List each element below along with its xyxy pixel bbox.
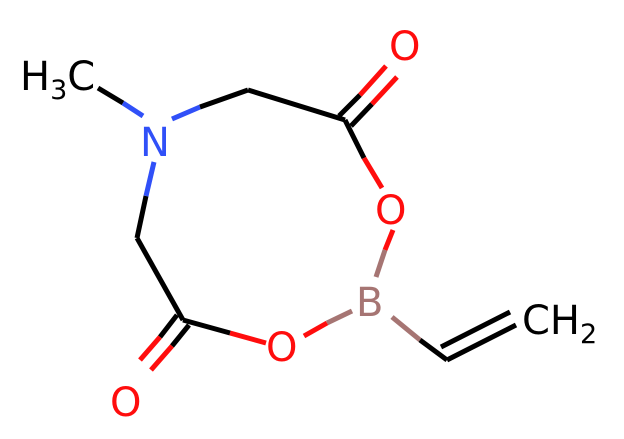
bond-c2-o-double-b-black xyxy=(170,323,191,348)
bond-ch2top-c1 xyxy=(247,87,346,123)
atom-boron-label: B xyxy=(356,280,383,326)
bond-c2-o-double-a-red xyxy=(138,335,162,362)
bond-c1-o-double-a-red xyxy=(358,64,388,97)
bond-b-vinyl-boron xyxy=(390,315,422,342)
bond-vinyl-double-b xyxy=(439,309,512,350)
bond-methyl-n-blue xyxy=(121,100,145,119)
bond-oring-b-boron xyxy=(373,249,388,278)
bonds xyxy=(96,64,518,372)
bond-c1-o-double-b-black xyxy=(349,102,374,128)
atom-vinyl-terminal-label: CH2 xyxy=(522,298,597,350)
atom-oxygen-carbonyl-bottom-label: O xyxy=(110,380,141,426)
atom-oxygen-ring-right-label: O xyxy=(375,188,406,234)
bond-vinyl-double-a xyxy=(445,322,518,363)
atom-nitrogen-label: N xyxy=(140,120,170,166)
bond-c1-o-double-a-black xyxy=(337,93,362,118)
bond-ch2bottom-n-black xyxy=(134,195,149,239)
bond-methyl-n-black xyxy=(96,85,125,106)
atom-oxygen-ring-bottom-label: O xyxy=(266,325,297,371)
bond-oring2-c2-red xyxy=(229,330,267,346)
bond-c2-o-double-a-black xyxy=(158,313,179,339)
bond-ch2bottom-n-blue xyxy=(143,161,157,197)
bond-oring2-c2-black xyxy=(182,317,231,336)
bond-c1-o-double-b-red xyxy=(370,75,399,106)
bond-b-oring2-red xyxy=(302,320,329,339)
bond-b-vinyl-black xyxy=(418,337,449,363)
bond-n-ch2top-black xyxy=(199,87,249,110)
atom-methyl-label: H3C xyxy=(20,54,95,106)
atom-oxygen-carbonyl-top-label: O xyxy=(389,24,420,70)
bond-c2-o-double-b-red xyxy=(149,344,174,372)
bond-c2-ch2bottom xyxy=(134,236,186,322)
bond-n-ch2top-blue xyxy=(171,104,201,122)
bond-c1-oring-red xyxy=(361,156,385,190)
atom-labels: H3C N O O B O O CH2 xyxy=(20,24,597,426)
bond-b-oring2-boron xyxy=(325,308,354,326)
bond-oring-b-red xyxy=(382,229,396,251)
bond-c1-oring-black xyxy=(342,118,367,160)
